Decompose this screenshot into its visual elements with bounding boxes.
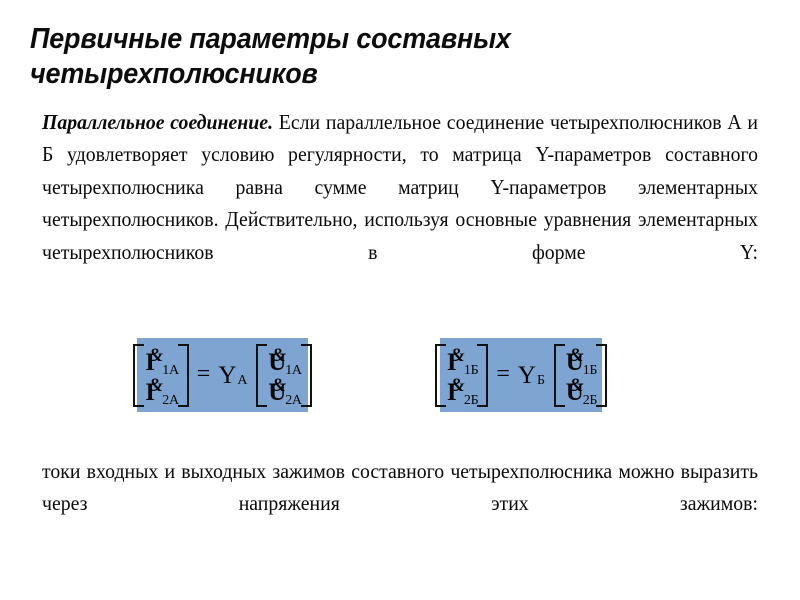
overlay-glyph-icon: & bbox=[148, 344, 164, 366]
paragraph-one-body: Если параллельное соединение четырехполю… bbox=[42, 110, 759, 264]
vector-entry: I& 1А bbox=[145, 344, 179, 378]
paragraph-one-block: Параллельное соединение. Если параллельн… bbox=[42, 106, 758, 300]
equals-sign: = bbox=[496, 360, 510, 387]
equation-a: I& 1А I& 2А = Y А U& 1А bbox=[132, 343, 313, 408]
overlay-glyph-icon: & bbox=[271, 374, 286, 396]
voltage-vector-b: U& 1Б U& 2Б bbox=[553, 343, 608, 408]
overlay-glyph-icon: & bbox=[449, 344, 465, 366]
subscript: 2Б bbox=[463, 392, 479, 408]
equals-sign: = bbox=[196, 360, 211, 387]
vector-entry: U& 2А bbox=[268, 374, 302, 408]
y-subscript: А bbox=[237, 372, 248, 388]
vector-entry: U& 1А bbox=[268, 344, 302, 378]
subscript: 2А bbox=[285, 392, 302, 408]
current-vector-b: I& 1Б I& 2Б bbox=[434, 343, 489, 408]
paragraph-one-lead: Параллельное соединение. bbox=[42, 110, 274, 134]
overlay-glyph-icon: & bbox=[568, 374, 584, 396]
y-matrix-b: Y Б bbox=[517, 363, 549, 388]
paragraph-one: Параллельное соединение. Если параллельн… bbox=[42, 106, 758, 300]
current-vector-a: I& 1А I& 2А bbox=[132, 343, 190, 408]
current-symbol: I& bbox=[446, 344, 465, 376]
vector-entry: U& 2Б bbox=[565, 374, 598, 408]
formula-row: I& 1А I& 2А = Y А U& 1А bbox=[0, 338, 800, 416]
overlay-glyph-icon: & bbox=[449, 374, 465, 396]
voltage-symbol: U& bbox=[268, 374, 287, 406]
paragraph-two-block: токи входных и выходных зажимов составно… bbox=[42, 455, 758, 552]
subscript: 2Б bbox=[582, 392, 598, 408]
y-subscript: Б bbox=[536, 372, 545, 388]
vector-entry: I& 2А bbox=[145, 374, 179, 408]
voltage-symbol: U& bbox=[565, 374, 584, 406]
subscript: 1А bbox=[162, 362, 179, 378]
title-block: Первичные параметры составных четырехпол… bbox=[30, 22, 770, 93]
overlay-glyph-icon: & bbox=[148, 374, 164, 396]
subscript: 1Б bbox=[582, 362, 598, 378]
vector-entry: I& 1Б bbox=[446, 344, 479, 378]
voltage-symbol: U& bbox=[565, 344, 584, 376]
page-title: Первичные параметры составных четырехпол… bbox=[30, 23, 511, 91]
overlay-glyph-icon: & bbox=[568, 344, 584, 366]
paragraph-two: токи входных и выходных зажимов составно… bbox=[42, 459, 759, 516]
subscript: 1Б bbox=[463, 362, 479, 378]
subscript: 2А bbox=[162, 392, 179, 408]
y-matrix-a: Y А bbox=[217, 363, 251, 388]
formula-box-b: I& 1Б I& 2Б = Y Б U& 1Б bbox=[434, 338, 608, 412]
voltage-symbol: U& bbox=[268, 344, 287, 376]
current-symbol: I& bbox=[446, 374, 465, 406]
overlay-glyph-icon: & bbox=[271, 344, 286, 366]
vector-entry: U& 1Б bbox=[565, 344, 598, 378]
equation-b: I& 1Б I& 2Б = Y Б U& 1Б bbox=[434, 343, 608, 408]
subscript: 1А bbox=[285, 362, 302, 378]
current-symbol: I& bbox=[145, 374, 164, 406]
vector-entry: I& 2Б bbox=[446, 374, 479, 408]
current-symbol: I& bbox=[145, 344, 164, 376]
voltage-vector-a: U& 1А U& 2А bbox=[255, 343, 313, 408]
y-symbol: Y bbox=[218, 361, 237, 389]
formula-box-a: I& 1А I& 2А = Y А U& 1А bbox=[133, 338, 312, 412]
y-symbol: Y bbox=[517, 361, 536, 389]
